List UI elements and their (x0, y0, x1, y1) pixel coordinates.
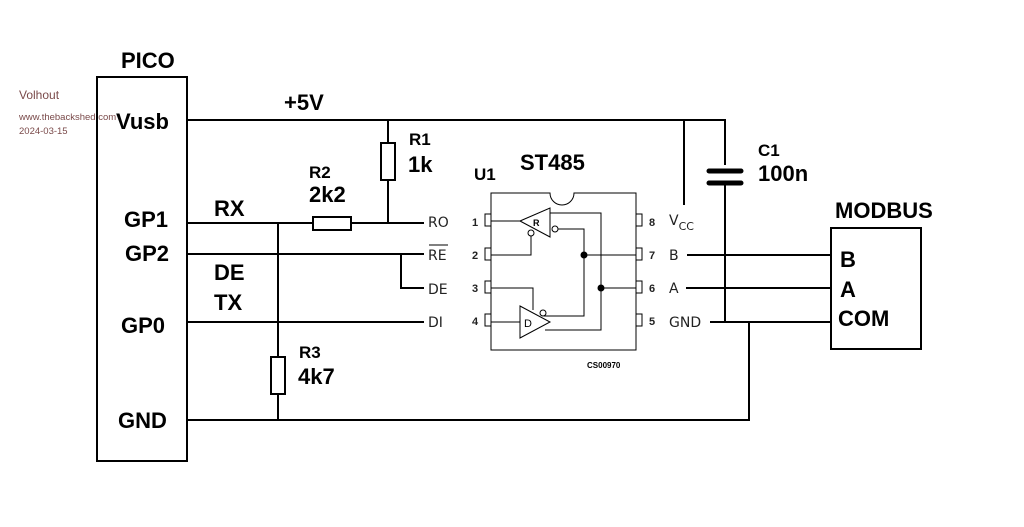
watermark-site: www.thebackshed.com (18, 112, 116, 123)
net-label-de: DE (214, 260, 245, 285)
u1-part: ST485 (520, 150, 585, 175)
watermark-author: Volhout (19, 88, 60, 102)
u1-pin-name-re: RE (428, 248, 447, 264)
modbus-pin-com: COM (838, 306, 889, 331)
modbus-block (830, 227, 922, 350)
modbus-title: MODBUS (835, 198, 933, 223)
net-label-5v: +5V (284, 90, 324, 115)
u1-pin-num-1: 1 (472, 217, 478, 229)
u1-pin-name-de: DE (428, 282, 448, 298)
resistor-r3 (270, 356, 286, 395)
r1-ref: R1 (409, 130, 431, 149)
u1-pin-num-7: 7 (649, 250, 655, 262)
u1-pin-num-8: 8 (649, 217, 655, 229)
c1-value: 100n (758, 161, 808, 186)
r2-value: 2k2 (309, 182, 346, 207)
u1-internal-circuit (491, 207, 636, 339)
wire-bus (686, 254, 831, 323)
u1-pin-num-5: 5 (649, 316, 655, 328)
watermark-date: 2024-03-15 (19, 126, 68, 137)
wire-gnd (187, 322, 750, 421)
u1-pin-name-ro: RO (428, 215, 449, 231)
u1-left-pins (484, 213, 492, 327)
receiver-label: R (533, 218, 540, 228)
u1-pin-num-4: 4 (472, 316, 479, 328)
u1-pin-name-di: DI (428, 315, 443, 331)
wire-de (187, 253, 424, 289)
modbus-pin-b: B (840, 247, 856, 272)
u1-ref: U1 (474, 165, 496, 184)
u1-pin-num-2: 2 (472, 250, 478, 262)
resistor-r1 (380, 142, 396, 181)
u1-pin-name-a: A (669, 281, 679, 297)
u1-pin-name-gnd: GND (669, 315, 701, 331)
wire-5v (187, 119, 726, 165)
net-label-tx: TX (214, 290, 242, 315)
pico-pin-gnd: GND (118, 408, 167, 433)
c1-ref: C1 (758, 141, 780, 160)
pico-pin-vusb: Vusb (116, 109, 169, 134)
pico-block (96, 76, 188, 462)
pico-pin-gp0: GP0 (121, 313, 165, 338)
resistor-r2 (312, 216, 352, 231)
u1-package (490, 192, 637, 351)
driver-triangle (519, 305, 552, 339)
u1-pin-num-3: 3 (472, 283, 478, 295)
u1-pin-name-vcc: VCC (669, 213, 694, 233)
pico-pin-gp1: GP1 (124, 207, 168, 232)
net-label-rx: RX (214, 196, 245, 221)
pico-title: PICO (121, 48, 175, 73)
driver-label: D (524, 318, 532, 330)
pico-pin-gp2: GP2 (125, 241, 169, 266)
u1-pin-num-6: 6 (649, 283, 655, 295)
r2-ref: R2 (309, 163, 331, 182)
u1-pin-name-b: B (669, 248, 679, 264)
modbus-pin-a: A (840, 277, 856, 302)
r3-value: 4k7 (298, 364, 335, 389)
r1-value: 1k (408, 152, 433, 177)
u1-right-pins (635, 213, 643, 327)
r3-ref: R3 (299, 343, 321, 362)
receiver-triangle (518, 207, 551, 238)
u1-code: CS00970 (587, 361, 621, 370)
